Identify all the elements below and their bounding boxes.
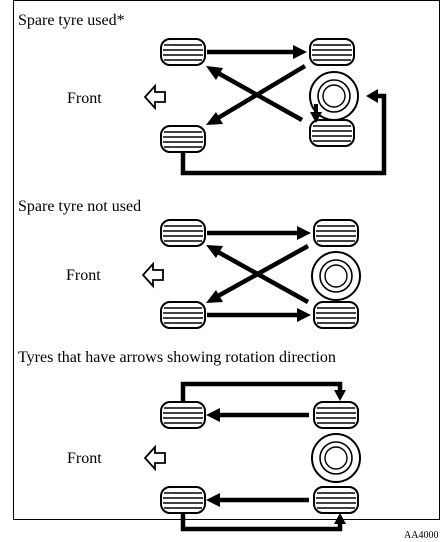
tyre-rear-right	[313, 486, 359, 514]
tyre-rear-left	[160, 301, 206, 329]
tyre-rear-left	[160, 486, 206, 514]
figure-code: AA4000	[404, 530, 438, 541]
section-3-caption: Tyres that have arrows showing rotation …	[18, 349, 336, 366]
tyre-front-left	[160, 38, 206, 66]
section-1-front-label: Front	[67, 90, 102, 107]
tyre-rear-right	[313, 301, 359, 329]
section-3-front-label: Front	[67, 450, 102, 467]
section-spare-used: Spare tyre used* Front	[18, 12, 387, 176]
front-arrow-icon	[144, 446, 166, 470]
section-directional-tyres: Tyres that have arrows showing rotation …	[18, 349, 361, 532]
diagram-frame	[13, 0, 440, 520]
tyre-front-right	[309, 38, 355, 66]
tyre-front-right	[313, 401, 359, 429]
section-1-caption: Spare tyre used*	[18, 12, 125, 29]
spare-tyre-icon	[311, 251, 361, 301]
section-spare-not-used: Spare tyre not used Front	[18, 198, 361, 329]
section-2-front-label: Front	[66, 267, 101, 284]
tyre-front-left	[160, 219, 206, 247]
front-arrow-icon	[142, 263, 164, 287]
front-arrow-icon	[144, 85, 166, 109]
section-2-caption: Spare tyre not used	[18, 198, 141, 215]
tyre-front-right	[313, 219, 359, 247]
spare-tyre-icon	[311, 433, 361, 483]
tyre-front-left	[160, 401, 206, 429]
tyre-rear-left	[160, 125, 206, 153]
tyre-rear-right	[309, 119, 355, 147]
